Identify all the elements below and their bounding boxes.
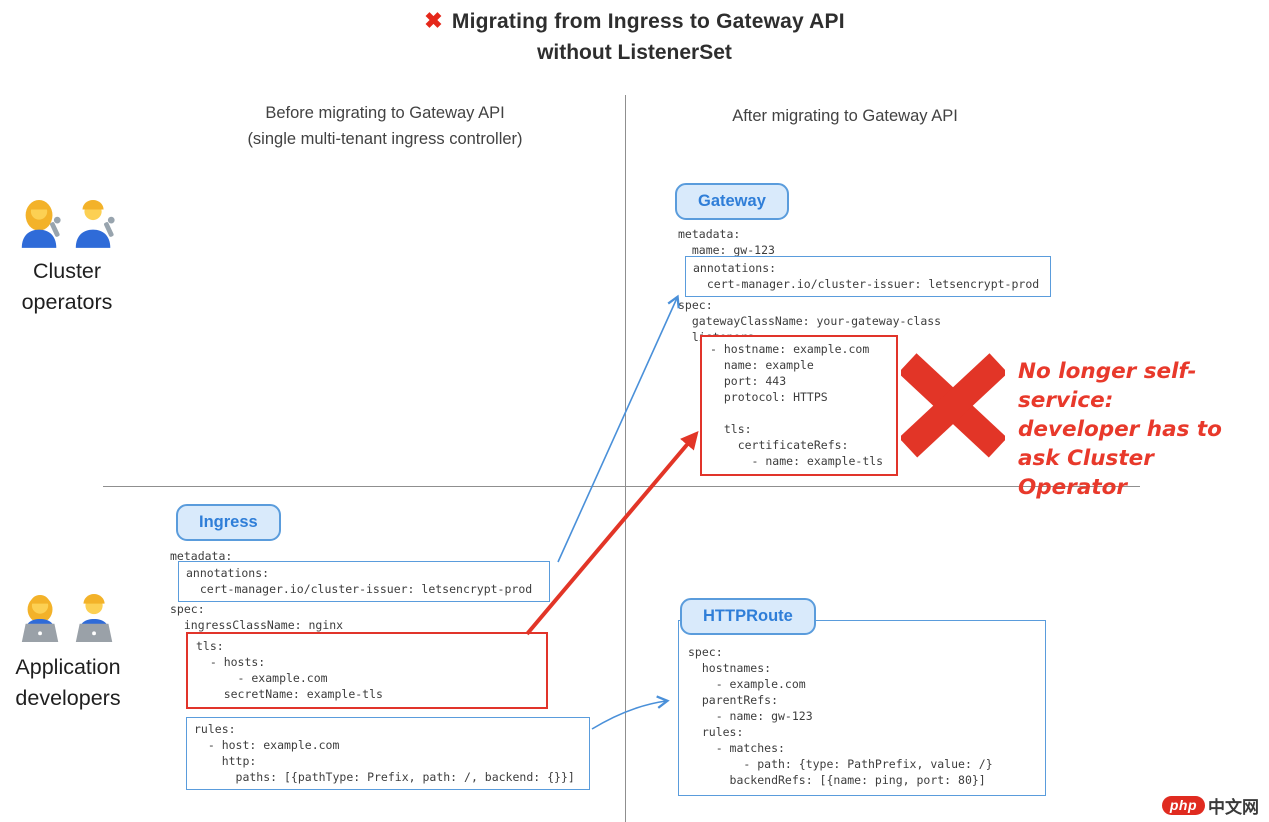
vertical-divider — [625, 95, 626, 822]
before-column-header: Before migrating to Gateway API (single … — [150, 100, 620, 152]
ingress-rules-highlight-box: rules: - host: example.com http: paths: … — [186, 717, 590, 790]
ingress-panel: Ingress metadata: annotations: cert-mana… — [160, 504, 600, 804]
httproute-panel: HTTPRoute spec: hostnames: - example.com… — [664, 598, 1064, 808]
php-logo-badge: php — [1161, 796, 1205, 815]
gateway-metadata-yaml: metadata: mame: gw-123 — [678, 227, 775, 257]
cluster-operators-label-line1: Cluster — [32, 259, 102, 283]
application-developers-label-line2: developers — [15, 686, 121, 710]
ingress-rules-to-httproute-arrow — [591, 695, 670, 730]
title-line1: ✖ Migrating from Ingress to Gateway API — [0, 8, 1269, 34]
cluster-operators-label-line2: operators — [21, 290, 113, 314]
after-column-header: After migrating to Gateway API — [732, 107, 958, 125]
title-line1-text: Migrating from Ingress to Gateway API — [451, 10, 845, 33]
man-mechanic-icon — [75, 199, 115, 248]
gateway-resource-badge: Gateway — [675, 183, 789, 220]
httproute-spec-yaml: spec: hostnames: - example.com parentRef… — [688, 645, 993, 787]
horizontal-divider — [103, 486, 1140, 487]
httproute-outline-box — [678, 620, 1046, 796]
application-developers-label-line1: Application — [15, 655, 121, 679]
ingress-annotations-highlight-box: annotations: cert-manager.io/cluster-iss… — [178, 561, 550, 602]
red-cross-icon: ✖ — [424, 8, 443, 33]
httproute-resource-badge: HTTPRoute — [680, 598, 816, 635]
woman-technologist-icon — [21, 595, 59, 642]
woman-mechanic-icon — [21, 199, 61, 248]
ingress-metadata-yaml: metadata: — [170, 549, 233, 563]
title-line2: without ListenerSet — [537, 41, 732, 64]
red-x-mark — [901, 353, 1005, 458]
self-service-note: No longer self-service: developer has to… — [1018, 359, 1222, 500]
before-header-line1: Before migrating to Gateway API — [265, 104, 505, 122]
before-header-line2: (single multi-tenant ingress controller) — [247, 130, 523, 148]
ingress-tls-alert-box: tls: - hosts: - example.com secretName: … — [186, 632, 548, 709]
site-watermark: php 中文网 — [1161, 793, 1259, 818]
man-technologist-icon — [75, 594, 113, 642]
ingress-spec-yaml: spec: ingressClassName: nginx — [170, 602, 344, 632]
gateway-listeners-alert-box: - hostname: example.com name: example po… — [700, 335, 898, 476]
watermark-text: 中文网 — [1208, 798, 1259, 817]
gateway-annotations-highlight-box: annotations: cert-manager.io/cluster-iss… — [685, 256, 1051, 297]
cluster-operators-emojis — [4, 196, 130, 248]
application-developers-actor: Application developers — [0, 592, 136, 714]
application-developers-emojis — [0, 592, 136, 644]
ingress-resource-badge: Ingress — [176, 504, 281, 541]
page-title: ✖ Migrating from Ingress to Gateway API w… — [0, 8, 1269, 65]
gateway-panel: Gateway metadata: mame: gw-123 annotatio… — [663, 183, 1083, 483]
cluster-operators-actor: Cluster operators — [4, 196, 130, 318]
